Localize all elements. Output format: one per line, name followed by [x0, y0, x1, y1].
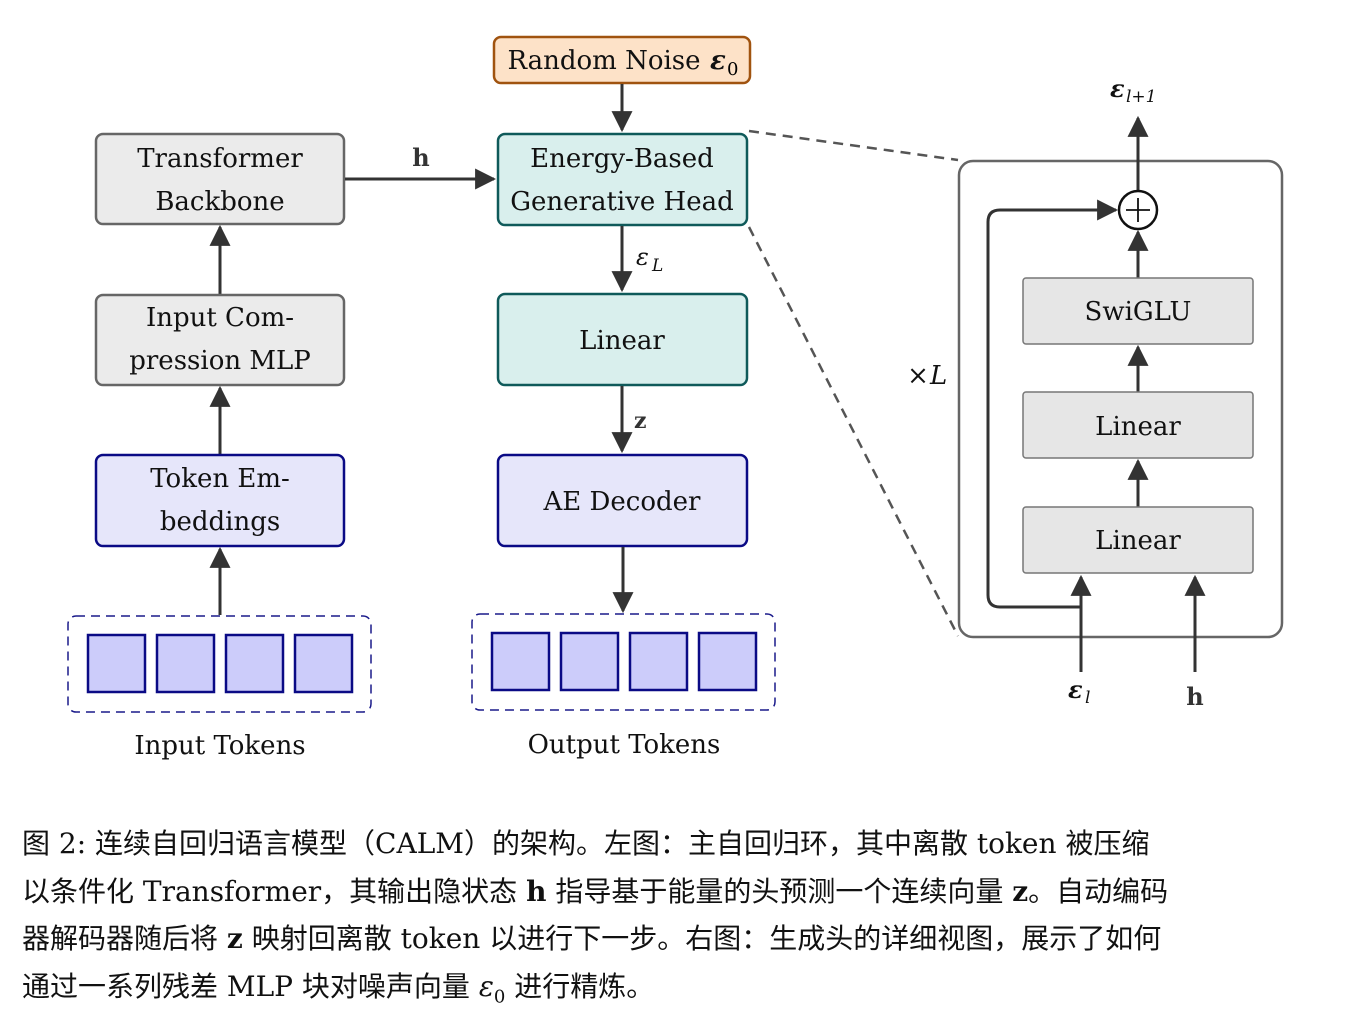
output-eps-symbol: ε	[1110, 74, 1125, 103]
input-eps-subscript: l	[1085, 688, 1090, 708]
energy-based-head-box: Energy-Based Generative Head	[496, 132, 749, 227]
token-embeddings-line1: Token Em-	[150, 464, 290, 494]
output-token-4	[697, 631, 758, 692]
token-embeddings-box: Token Em- beddings	[94, 453, 346, 548]
caption-text: 。自动编码	[1028, 874, 1169, 908]
transformer-backbone-line2: Backbone	[155, 187, 284, 217]
caption-line-3: 器解码器随后将 z 映射回离散 token 以进行下一步。右图：生成头的详细视图…	[22, 915, 1342, 963]
caption-text: 通过一系列残差 MLP 块对噪声向量	[22, 969, 479, 1003]
input-token-2	[155, 633, 216, 694]
token-embeddings-line2: beddings	[160, 507, 280, 537]
transformer-backbone-line1: Transformer	[137, 144, 303, 174]
input-compression-mlp-line1: Input Com-	[146, 303, 294, 333]
h-label: h	[412, 143, 429, 172]
linear-lower-label: Linear	[1095, 526, 1181, 556]
input-token-3	[224, 633, 285, 694]
architecture-diagram: Transformer Backbone Input Com- pression…	[67, 35, 1284, 761]
linear-label: Linear	[579, 326, 665, 356]
input-token-4	[293, 633, 354, 694]
generative-head-detail: × L ε l+1 SwiGLU Linear Linear	[907, 74, 1284, 711]
linear-lower-box: Linear	[1022, 506, 1254, 574]
input-tokens-group: Input Tokens	[67, 615, 372, 761]
caption-line-4: 通过一系列残差 MLP 块对噪声向量 ε0 进行精炼。	[22, 963, 1342, 1021]
caption-epsilon-symbol: ε0	[478, 969, 505, 1008]
ae-decoder-box: AE Decoder	[496, 453, 749, 548]
linear-upper-label: Linear	[1095, 412, 1181, 442]
linear-box: Linear	[496, 292, 749, 387]
caption-text: 进行精炼。	[505, 969, 655, 1003]
random-noise-subscript: 0	[727, 59, 738, 80]
output-token-3	[628, 631, 689, 692]
caption-line-1: 图 2: 连续自回归语言模型（CALM）的架构。左图：主自回归环，其中离散 to…	[22, 827, 1150, 860]
linear-upper-box: Linear	[1022, 391, 1254, 459]
input-eps-symbol: ε	[1068, 675, 1083, 704]
zoom-guide-top	[748, 129, 959, 162]
skip-connection	[986, 199, 1119, 609]
random-noise-label: Random Noise	[507, 46, 700, 76]
figure-caption: 图 2: 连续自回归语言模型（CALM）的架构。左图：主自回归环，其中离散 to…	[22, 820, 1342, 1021]
output-tokens-label: Output Tokens	[528, 730, 721, 760]
z-label: z	[634, 408, 647, 434]
zoom-guide-bottom	[747, 226, 960, 637]
input-token-1	[86, 633, 147, 694]
caption-text: 映射回离散 token 以进行下一步。右图：生成头的详细视图，展示了如何	[242, 922, 1162, 955]
caption-text: 以条件化 Transformer，其输出隐状态	[22, 874, 527, 908]
eps-L-subscript: L	[651, 256, 663, 276]
output-tokens-group: Output Tokens	[471, 613, 776, 760]
output-eps-subscript: l+1	[1126, 87, 1157, 107]
input-compression-mlp-line2: pression MLP	[129, 346, 311, 376]
input-tokens-label: Input Tokens	[134, 731, 305, 761]
output-token-2	[559, 631, 620, 692]
input-h-label: h	[1186, 682, 1203, 711]
energy-head-line1: Energy-Based	[530, 144, 714, 174]
swiglu-box: SwiGLU	[1022, 277, 1254, 345]
energy-head-line2: Generative Head	[510, 187, 734, 217]
caption-h-symbol: h	[526, 874, 547, 908]
caption-z-symbol: z	[226, 922, 243, 955]
random-noise-epsilon: ε	[710, 46, 726, 76]
caption-line-2: 以条件化 Transformer，其输出隐状态 h 指导基于能量的头预测一个连续…	[22, 868, 1342, 916]
caption-epsilon: ε	[478, 969, 494, 1003]
caption-epsilon-subscript: 0	[493, 986, 506, 1008]
random-noise-box: Random Noise ε 0	[492, 35, 752, 85]
caption-z-symbol: z	[1012, 874, 1029, 908]
ae-decoder-label: AE Decoder	[543, 487, 701, 517]
caption-text: 器解码器随后将	[22, 922, 227, 955]
repeat-L-symbol: L	[929, 361, 947, 391]
caption-text: 指导基于能量的头预测一个连续向量	[546, 874, 1013, 908]
transformer-backbone-box: Transformer Backbone	[94, 132, 346, 226]
eps-L-symbol: ε	[636, 243, 649, 271]
swiglu-label: SwiGLU	[1085, 297, 1192, 327]
input-compression-mlp-box: Input Com- pression MLP	[94, 293, 346, 387]
output-token-1	[490, 631, 551, 692]
repeat-times-symbol: ×	[907, 361, 929, 391]
